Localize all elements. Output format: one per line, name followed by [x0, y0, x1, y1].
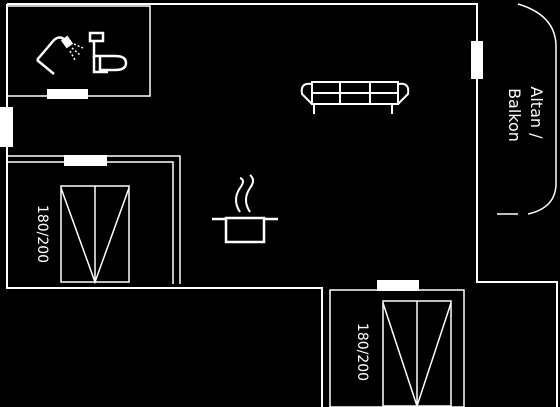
bed-icon — [60, 185, 130, 285]
balcony-label: Altan / Balkon — [505, 86, 546, 143]
balcony-door[interactable] — [471, 41, 483, 79]
bed-icon — [382, 300, 452, 407]
bathroom-door[interactable] — [47, 89, 88, 99]
toilet-icon — [88, 31, 128, 74]
bathroom — [6, 5, 151, 99]
bedroom-2 — [329, 280, 465, 407]
bedroom-1 — [7, 155, 181, 285]
bed-2-size-label: 180/200 — [354, 323, 370, 381]
entrance-door[interactable] — [0, 107, 13, 147]
bedroom-1-door[interactable] — [64, 155, 107, 166]
bedroom-2-door[interactable] — [377, 280, 419, 291]
balcony — [497, 3, 557, 215]
cooking-pot-icon — [212, 174, 278, 244]
bed-1-size-label: 180/200 — [34, 205, 50, 263]
living-room — [0, 41, 483, 147]
sofa-icon — [300, 81, 410, 114]
shower-icon — [36, 35, 84, 75]
